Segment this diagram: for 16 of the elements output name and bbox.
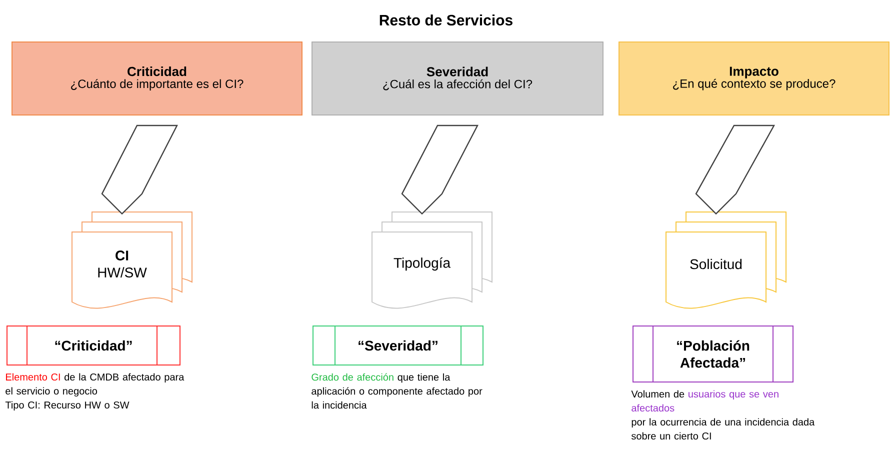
process-box: “Criticidad”	[6, 326, 180, 366]
description-text: Grado de afección que tiene la aplicación o componente afectado por la incidencia	[312, 373, 482, 409]
header-box: Criticidad ¿Cuánto de importante es el CI?	[12, 42, 302, 116]
document-stack: Tipología	[372, 212, 492, 309]
document-stack: CI HW/SW	[72, 212, 192, 309]
title: Resto de Servicios	[380, 14, 512, 26]
block-arrow	[101, 124, 178, 215]
header-box: Severidad ¿Cuál es la afección del CI?	[312, 42, 604, 116]
block-arrow	[695, 124, 776, 215]
process-box: “Severidad”	[312, 326, 484, 366]
header-box: Impacto ¿En qué contexto se produce?	[618, 42, 890, 116]
description-text: Volumen de usuarios que se ven afectados por la ocurrencia de una incidencia dada sobre un cierto CI	[631, 390, 815, 440]
document-stack: Solicitud	[666, 212, 786, 309]
process-box: “Población Afectada”	[632, 326, 794, 382]
description-text: Elemento CI de la CMDB afectado para el servicio o negocio Tipo CI: Recurso HW o SW	[5, 373, 184, 411]
block-arrow	[401, 124, 478, 215]
